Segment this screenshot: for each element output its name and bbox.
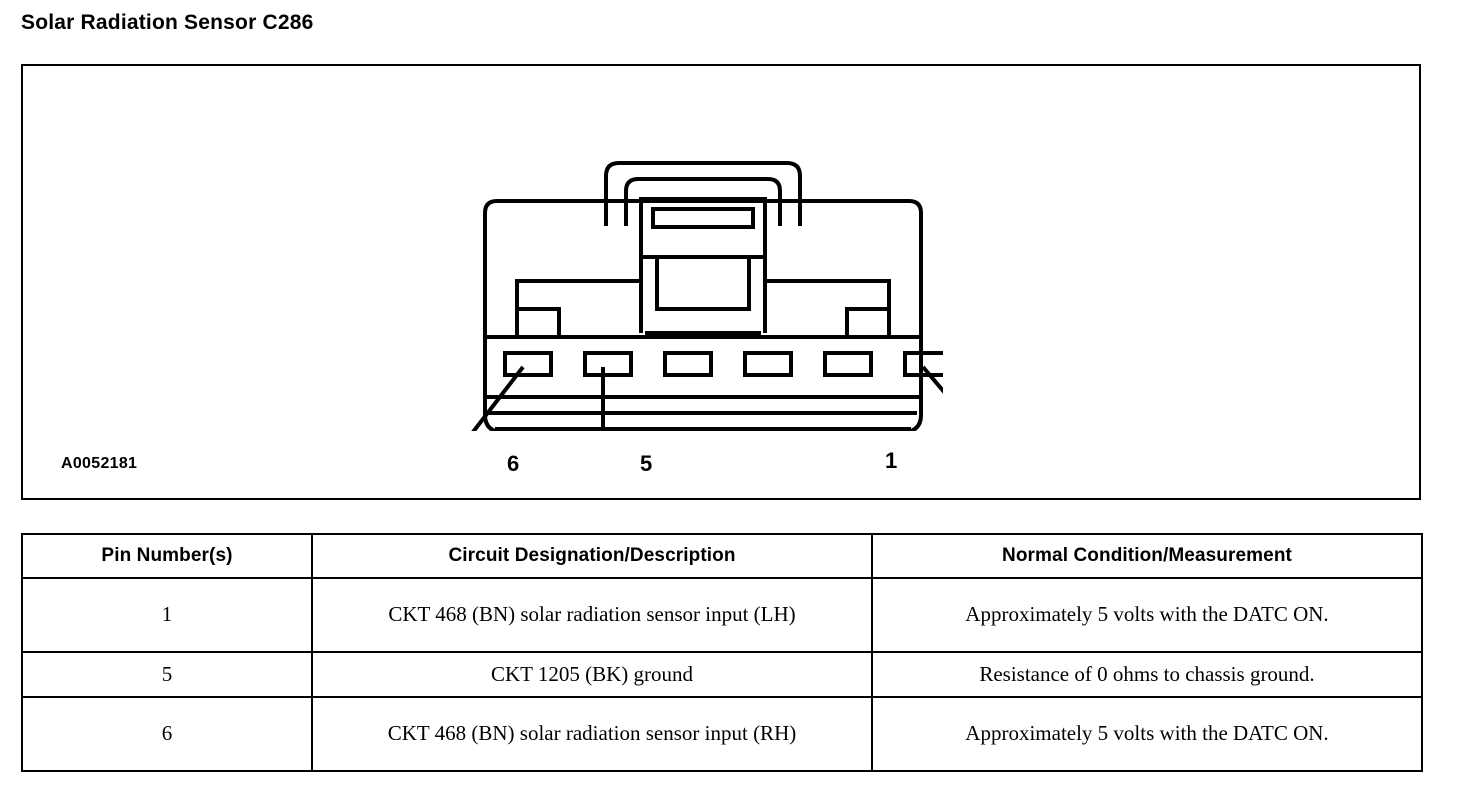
cell-pin-number: 1 (21, 577, 313, 653)
connector-diagram (471, 161, 943, 431)
table-row: 6 CKT 468 (BN) solar radiation sensor in… (21, 696, 1423, 772)
cell-circuit-description: CKT 1205 (BK) ground (311, 651, 873, 698)
column-header-normal-condition: Normal Condition/Measurement (871, 533, 1423, 579)
pin-cavity-1 (903, 351, 943, 377)
page-title: Solar Radiation Sensor C286 (21, 11, 314, 34)
center-tower-outline (639, 197, 767, 333)
figure-reference-code: A0052181 (61, 455, 138, 472)
connector-body-shell (483, 199, 923, 339)
leader-line-pin-6 (471, 365, 525, 431)
cell-normal-condition: Approximately 5 volts with the DATC ON. (871, 577, 1423, 653)
table-row: 5 CKT 1205 (BK) ground Resistance of 0 o… (21, 651, 1423, 698)
callout-label-pin-1: 1 (885, 448, 898, 473)
connector-figure-box: 6 5 1 A0052181 (21, 64, 1421, 500)
left-shoulder-step-inner (515, 307, 561, 337)
shell-bottom-rounded-edge (483, 397, 923, 431)
cell-circuit-description: CKT 468 (BN) solar radiation sensor inpu… (311, 577, 873, 653)
latch-inner-arch (624, 177, 782, 226)
column-header-pin-number: Pin Number(s) (21, 533, 313, 579)
table-header-row: Pin Number(s) Circuit Designation/Descri… (21, 533, 1423, 579)
cell-pin-number: 5 (21, 651, 313, 698)
cell-circuit-description: CKT 468 (BN) solar radiation sensor inpu… (311, 696, 873, 772)
column-header-circuit-description: Circuit Designation/Description (311, 533, 873, 579)
center-tower-top-bar (651, 207, 755, 229)
cell-normal-condition: Resistance of 0 ohms to chassis ground. (871, 651, 1423, 698)
pin-specification-table: Pin Number(s) Circuit Designation/Descri… (21, 533, 1423, 772)
pin-cavity-5 (583, 351, 633, 377)
pin-cavity-2 (823, 351, 873, 377)
table-row: 1 CKT 468 (BN) solar radiation sensor in… (21, 577, 1423, 653)
callout-label-pin-6: 6 (507, 451, 520, 476)
leader-line-pin-1 (921, 365, 943, 394)
cell-normal-condition: Approximately 5 volts with the DATC ON. (871, 696, 1423, 772)
callout-label-pin-5: 5 (640, 451, 653, 476)
right-shoulder-step-inner (845, 307, 891, 337)
pin-cavity-3 (743, 351, 793, 377)
center-tower-window (655, 255, 751, 311)
cell-pin-number: 6 (21, 696, 313, 772)
pin-cavity-6 (503, 351, 553, 377)
latch-outer-arch (604, 161, 802, 226)
pin-cavity-4 (663, 351, 713, 377)
